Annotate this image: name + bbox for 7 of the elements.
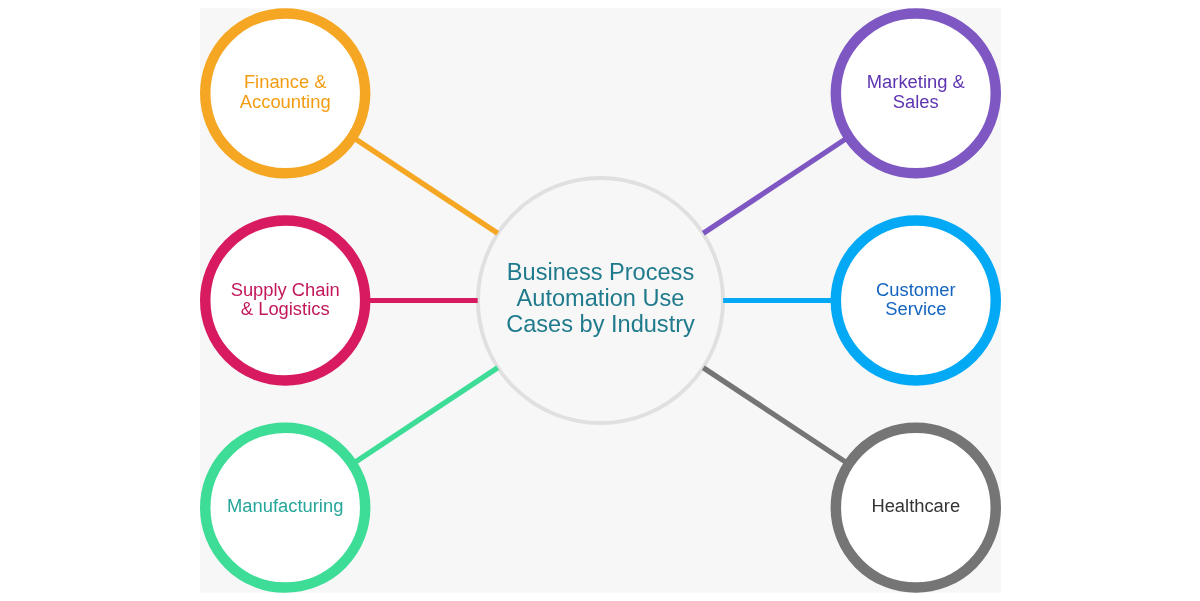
node-circle: Supply Chain & Logistics [199, 215, 370, 386]
node-circle: Healthcare [830, 422, 1001, 593]
node-circle: Finance & Accounting [199, 8, 370, 179]
node-circle: Business Process Automation Use Cases by Industry [475, 175, 725, 426]
node-circle: Marketing & Sales [830, 8, 1001, 179]
node-circle: Customer Service [830, 215, 1001, 386]
node-circle: Manufacturing [199, 422, 370, 593]
